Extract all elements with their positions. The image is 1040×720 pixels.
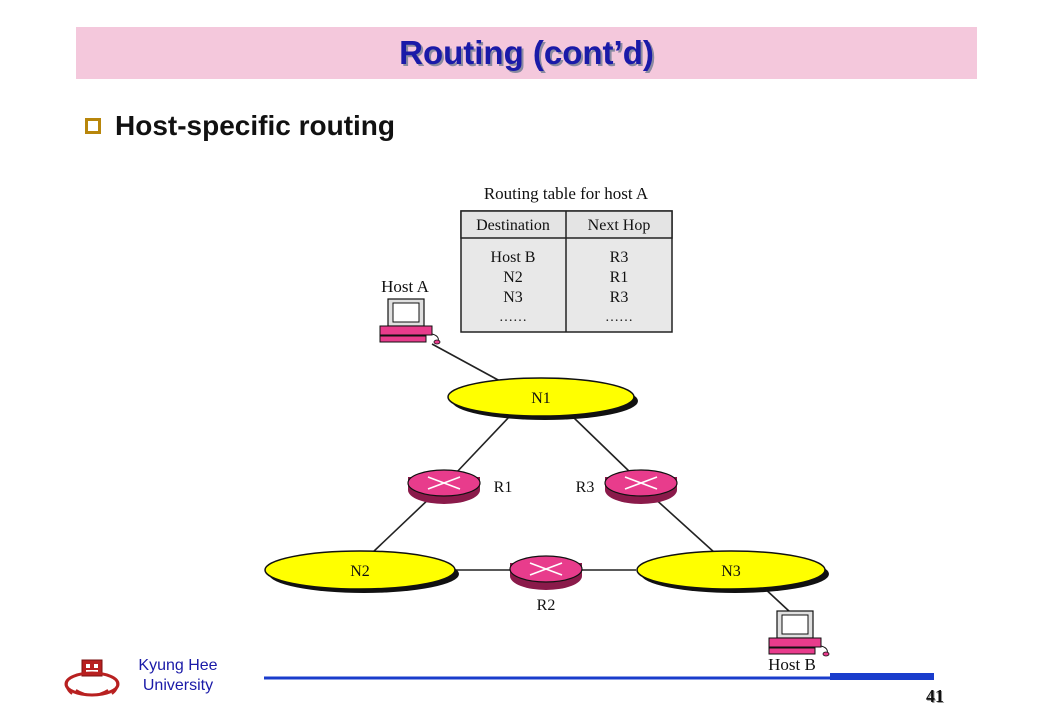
- university-name: Kyung Hee University: [118, 656, 238, 696]
- router-r2: R2: [509, 555, 583, 614]
- bullet-item: Host-specific routing: [85, 106, 395, 146]
- table-cell: ……: [499, 310, 527, 325]
- router-label-r1: R1: [494, 479, 513, 496]
- network-label-n1: N1: [531, 390, 551, 407]
- computer-icon: [379, 298, 441, 345]
- link-r3-n3: [651, 495, 716, 554]
- footer-line: [264, 673, 934, 680]
- router-label-r2: R2: [537, 597, 556, 614]
- table-cell: N3: [503, 289, 523, 306]
- computer-icon: [768, 610, 830, 657]
- title-bar: Routing (cont’d): [76, 27, 977, 79]
- host-a: Host A: [379, 277, 441, 345]
- routing-table-caption: Routing table for host A: [484, 184, 649, 203]
- university-logo-icon: [64, 659, 120, 697]
- router-r3: R3: [576, 469, 678, 504]
- network-n2: N2: [264, 550, 459, 593]
- router-label-r3: R3: [576, 479, 595, 496]
- link-host-a-n1: [431, 343, 501, 382]
- network-n1: N1: [447, 377, 638, 420]
- network-label-n3: N3: [721, 563, 741, 580]
- network-label-n2: N2: [350, 563, 370, 580]
- host-b: Host B: [768, 610, 830, 674]
- table-header-next-hop: Next Hop: [588, 217, 651, 234]
- university-name-line2: University: [142, 677, 214, 694]
- table-cell: R1: [610, 269, 629, 286]
- square-bullet-icon: [85, 118, 101, 134]
- routing-table: Destination Next Hop Host B R3 N2 R1 N3 …: [460, 210, 673, 333]
- slide-title: Routing (cont’d): [399, 34, 654, 71]
- bullet-text: Host-specific routing: [115, 110, 396, 141]
- link-n1-r1: [454, 415, 511, 475]
- table-cell: N2: [503, 269, 523, 286]
- table-cell: R3: [610, 289, 629, 306]
- router-r1: R1: [407, 469, 513, 504]
- table-header-destination: Destination: [476, 217, 550, 234]
- table-cell: ……: [605, 310, 633, 325]
- host-label-b: Host B: [768, 655, 816, 674]
- table-cell: R3: [610, 249, 629, 266]
- page-number: 41: [926, 686, 944, 706]
- host-label-a: Host A: [381, 277, 429, 296]
- table-cell: Host B: [491, 249, 536, 266]
- link-n1-r3: [571, 415, 633, 475]
- network-n3: N3: [636, 550, 829, 593]
- university-name-line1: Kyung Hee: [138, 657, 218, 674]
- link-r1-n2: [371, 495, 433, 554]
